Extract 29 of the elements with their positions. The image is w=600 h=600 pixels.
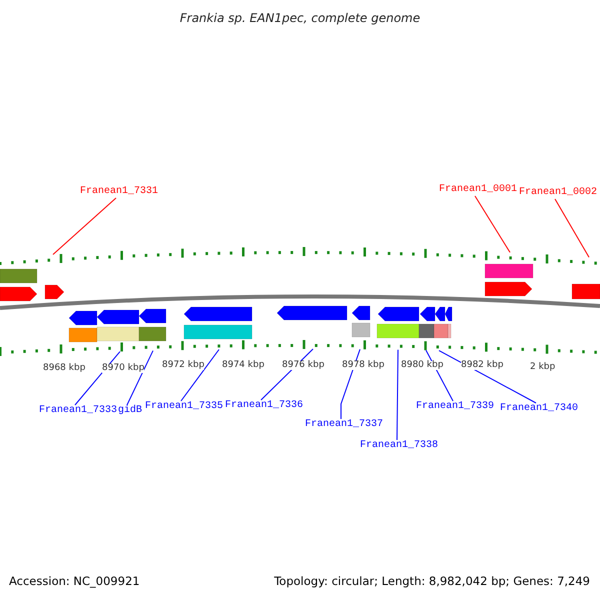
gene-label: Franean1_0002 xyxy=(519,188,598,198)
gene-label: Franean1_7338 xyxy=(360,441,438,451)
gene-label: Franean1_7333 xyxy=(39,406,118,416)
leader-line xyxy=(180,349,220,402)
tick-label: 8980 kbp xyxy=(401,361,444,370)
gene-label: Franean1_7339 xyxy=(416,402,494,412)
gene-label: Franean1_0001 xyxy=(439,185,518,195)
gene-label: Franean1_7336 xyxy=(225,401,304,411)
leader-line xyxy=(554,198,590,258)
scale-ruler xyxy=(0,340,597,356)
title: Frankia sp. EAN1pec, complete genome xyxy=(178,12,422,24)
tick-label: 8982 kbp xyxy=(461,361,504,370)
leader-line xyxy=(126,350,154,406)
gene-label: Franean1_7331 xyxy=(80,187,158,197)
leader-line xyxy=(474,196,510,253)
accession-text: Accession: NC_009921 xyxy=(9,576,140,588)
leader-line xyxy=(52,198,116,255)
gene-label: gidB xyxy=(118,406,142,416)
gene-label: Franean1_7337 xyxy=(305,420,384,430)
tick-label: 8972 kbp xyxy=(162,361,204,370)
tick-label: 8970 kbp xyxy=(102,364,144,373)
gene-label: Franean1_7335 xyxy=(145,402,224,412)
tick-label: 8976 kbp xyxy=(282,361,324,370)
leader-line xyxy=(340,348,360,420)
genome-info-text: Topology: circular; Length: 8,982,042 bp; Genes: 7,249 xyxy=(274,576,590,588)
tick-label: 8978 kbp xyxy=(342,361,384,370)
scale-ruler xyxy=(0,247,597,265)
leader-line xyxy=(396,349,398,440)
gene-label: Franean1_7340 xyxy=(500,404,578,414)
